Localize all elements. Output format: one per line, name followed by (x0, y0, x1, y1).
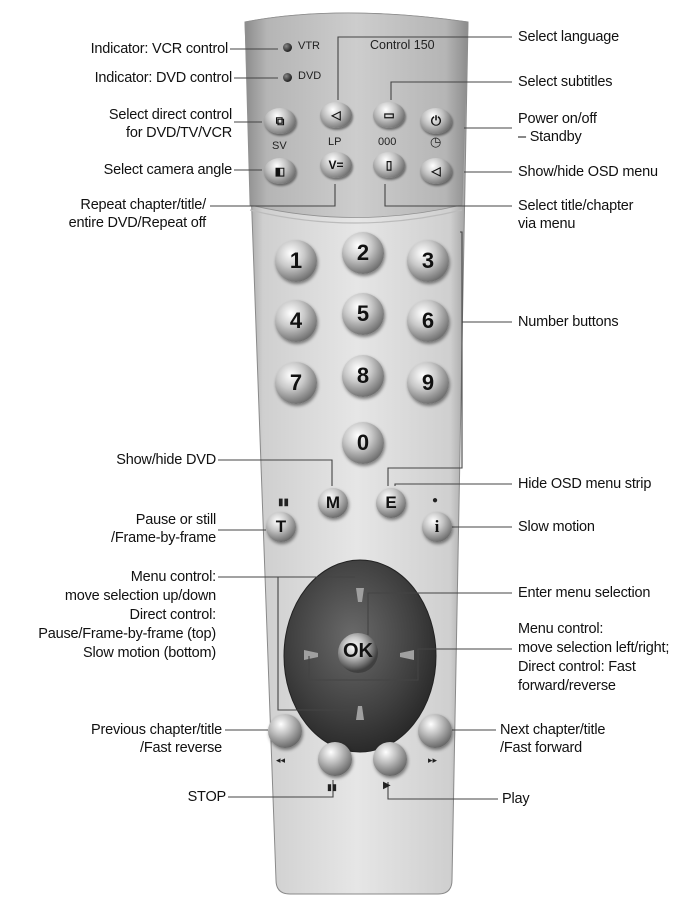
vtr-led (283, 43, 292, 52)
t-button[interactable]: T (266, 512, 296, 542)
remote-head (244, 12, 469, 218)
number-button-2[interactable]: 2 (342, 232, 384, 274)
stop-symbol: ▮▮ (327, 782, 337, 792)
camera-angle-button[interactable]: ◧ (264, 158, 296, 184)
label-osd-menu: Show/hide OSD menu (518, 164, 658, 180)
direct-control-button[interactable]: ⧉ (264, 108, 296, 134)
leader-lines (210, 36, 512, 800)
repeat-button[interactable]: V= (320, 152, 352, 178)
label-select-subtitles: Select subtitles (518, 74, 613, 90)
number-button-5[interactable]: 5 (342, 293, 384, 335)
label-number-buttons: Number buttons (518, 314, 619, 330)
forward-symbol: ▸▸ (428, 755, 438, 765)
label-menu-control-updown: Menu control: move selection up/down Dir… (38, 569, 216, 661)
clock-icon: ◷ (430, 134, 442, 149)
title-menu-button[interactable]: ▯ (373, 152, 405, 178)
label-menu-control-leftright: Menu control: move selection left/right;… (518, 621, 670, 694)
label-show-hide-dvd: Show/hide DVD (116, 452, 216, 468)
osd-menu-button[interactable]: ◁ (420, 158, 452, 184)
label-pause: Pause or still/Frame-by-frame (111, 512, 216, 546)
label-select-language: Select language (518, 29, 619, 45)
number-button-6[interactable]: 6 (407, 300, 449, 342)
zeros-text: 000 (378, 136, 397, 148)
label-play: Play (502, 791, 530, 807)
number-button-9[interactable]: 9 (407, 362, 449, 404)
play-symbol: ▶ (383, 780, 391, 791)
label-camera-angle: Select camera angle (103, 162, 233, 178)
model-name: Control 150 (370, 38, 435, 52)
label-repeat: Repeat chapter/title/entire DVD/Repeat o… (68, 197, 207, 231)
power-button[interactable]: ⏻ (420, 108, 452, 134)
label-dvd-indicator: Indicator: DVD control (94, 70, 233, 86)
label-next: Next chapter/title/Fast forward (500, 722, 606, 756)
label-stop: STOP (187, 789, 227, 805)
lp-text: LP (328, 136, 342, 148)
next-button[interactable] (418, 714, 452, 748)
stop-button[interactable] (318, 742, 352, 776)
number-button-7[interactable]: 7 (275, 362, 317, 404)
number-button-1[interactable]: 1 (275, 240, 317, 282)
pause-symbol: ▮▮ (278, 497, 290, 508)
e-button[interactable]: E (376, 488, 406, 518)
ok-button-shape (338, 633, 378, 673)
dot-symbol: ● (432, 495, 439, 506)
arrow-up (356, 588, 364, 602)
arrow-right (400, 650, 414, 660)
label-power: Power on/off– Standby (518, 111, 597, 145)
number-button-8[interactable]: 8 (342, 355, 384, 397)
rewind-symbol: ◂◂ (276, 755, 286, 765)
i-button[interactable]: i (422, 512, 452, 542)
vtr-text: VTR (298, 40, 320, 52)
label-hide-osd-strip: Hide OSD menu strip (518, 476, 652, 492)
sv-text: SV (272, 140, 287, 152)
label-enter-menu: Enter menu selection (518, 585, 651, 601)
language-button[interactable]: ◁ (320, 102, 352, 128)
label-slow-motion: Slow motion (518, 519, 595, 535)
number-button-3[interactable]: 3 (407, 240, 449, 282)
dvd-led (283, 73, 292, 82)
m-button[interactable]: M (318, 488, 348, 518)
number-button-0[interactable]: 0 (342, 422, 384, 464)
previous-button[interactable] (268, 714, 302, 748)
play-button[interactable] (373, 742, 407, 776)
label-previous: Previous chapter/title/Fast reverse (91, 722, 222, 756)
subtitles-button[interactable]: ▭ (373, 102, 405, 128)
label-vcr-indicator: Indicator: VCR control (90, 41, 229, 57)
arrow-left (304, 650, 318, 660)
arrow-down (356, 706, 364, 720)
dvd-text: DVD (298, 70, 322, 82)
ok-button[interactable]: OK (343, 640, 373, 662)
number-button-4[interactable]: 4 (275, 300, 317, 342)
